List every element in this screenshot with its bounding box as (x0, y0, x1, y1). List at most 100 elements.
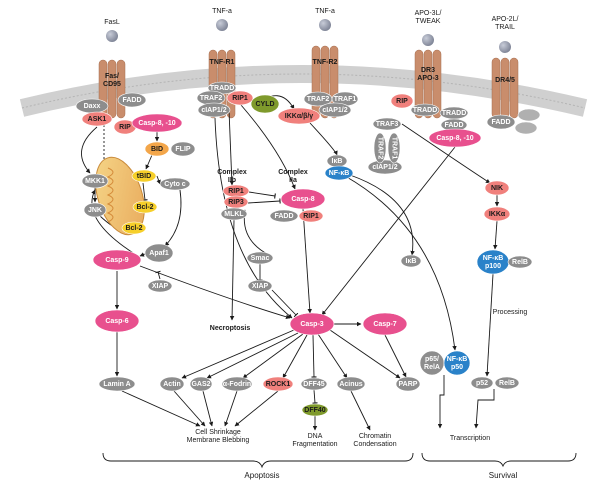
node-smac: Smac (246, 251, 274, 265)
receptor-subunit (491, 57, 501, 119)
edge-tbid-bcl2 (142, 182, 148, 201)
edge-bid-tbid (145, 154, 153, 170)
rip2-label: RIP (396, 98, 408, 105)
node-gas2: GAS2 (189, 376, 213, 392)
ciap3-label: cIAP1/2 (372, 164, 397, 171)
rip2-shape (390, 93, 414, 109)
casp7-label: Casp-7 (373, 321, 396, 328)
edge-cytoc-apaf1 (164, 189, 182, 247)
smac-label: Smac (251, 255, 270, 262)
edge-afodrin-shrinkage (224, 390, 238, 427)
node-rip3: RIP3 (223, 195, 249, 209)
outcome-transcription: Transcription (450, 435, 490, 442)
fadd3-label: FADD (491, 119, 510, 126)
edge-casp8-casp3 (302, 208, 312, 314)
node-parp: PARP (395, 376, 421, 392)
ciap1-label: cIAP1/2 (201, 107, 226, 114)
mlkl-label: MLKL (224, 211, 244, 218)
edge-ask1-mkk1 (81, 126, 98, 174)
rip1a-label: RIP (119, 124, 131, 131)
node-mkk1: MKK1 (81, 173, 109, 189)
ikka-label: IKKα (489, 211, 506, 218)
node-ikk: IKKα/β/γ (277, 107, 321, 125)
ligand-label: APO-3L/TWEAK (415, 10, 442, 25)
node-nfkb1: NF-κB (324, 165, 354, 181)
casp7-shape (362, 312, 408, 336)
rip1d-shape (298, 209, 324, 223)
mkk1-shape (81, 173, 109, 189)
edge-casp3-afodrin (242, 333, 304, 379)
node-actin: Actin (159, 376, 185, 392)
xiap2-shape (247, 279, 273, 293)
receptor-name: Fas/CD95 (103, 73, 121, 88)
cyld-shape (250, 94, 280, 114)
p52-label: p52 (476, 380, 488, 387)
node-ikb2: IκB (400, 254, 422, 268)
node-tbid: tBID (131, 169, 157, 183)
casp810b-label: Casp-8, -10 (436, 135, 473, 142)
casp6-label: Casp-6 (105, 318, 128, 325)
node-p52: p52 (470, 376, 494, 390)
tradd2-shape (410, 103, 440, 117)
rip1b-label: RIP1 (232, 95, 248, 102)
edge-casp3-dff45 (311, 334, 317, 378)
ikk-shape (277, 107, 321, 125)
jnk-shape (83, 202, 107, 218)
node-rock1: ROCK1 (262, 376, 294, 392)
nfkb1-label: NF-κB (329, 170, 350, 177)
dff45-label: DFF45 (303, 381, 325, 388)
node-bid: BID (144, 141, 170, 157)
node-lamina: Lamin A (98, 376, 136, 392)
fadd2-label: FADD (444, 122, 463, 129)
edge-xiap-casp3 (271, 289, 299, 318)
ligand-ball (106, 30, 118, 42)
necroptosis-label: Necroptosis (210, 325, 251, 332)
casp3-shape (289, 312, 335, 336)
edge-mlkl-necroptosis (229, 219, 235, 321)
lamina-shape (98, 376, 136, 392)
node-fadd3: FADD (486, 114, 516, 130)
node-ciap3: cIAP1/2 (367, 159, 403, 175)
node-p65rela: p65/RelA (419, 350, 445, 376)
ligand-ball (319, 19, 331, 31)
casp6-shape (94, 309, 140, 333)
edge-rip3-casp8 (247, 198, 281, 204)
gas2-shape (189, 376, 213, 392)
node-ikb1: IκB (326, 154, 348, 168)
bcl2a-shape (132, 200, 158, 214)
node-ask1: ASK1 (81, 111, 113, 127)
dff45-shape (300, 377, 328, 391)
gas2-label: GAS2 (191, 381, 210, 388)
rip3-label: RIP3 (228, 199, 244, 206)
casp810a-label: Casp-8, -10 (138, 120, 175, 127)
fadd1-label: FADD (122, 97, 141, 104)
node-traf1b: TRAF1 (387, 132, 401, 164)
lamina-label: Lamin A (103, 381, 130, 388)
edge-rip1-casp8 (248, 191, 276, 199)
node-casp810b: Casp-8, -10 (428, 128, 482, 148)
edge-complex-iib (228, 109, 235, 186)
receptor-subunit (107, 59, 117, 119)
edge-actin-shrinkage (173, 390, 206, 427)
cytoc-label: Cyto c (164, 181, 186, 188)
dr45-adapter-blobs (514, 108, 541, 135)
afodrin-shape (221, 376, 253, 392)
flip-shape (170, 141, 196, 157)
dff40-shape (301, 403, 329, 417)
adapter-blob (514, 121, 538, 135)
edge-nfkb-transcription-2 (437, 375, 445, 429)
node-fadd1: FADD (117, 92, 147, 108)
cyld-label: CYLD (255, 101, 274, 108)
fadd3-shape (486, 114, 516, 130)
ligand-ball (216, 19, 228, 31)
p52-shape (470, 376, 494, 390)
node-dff45: DFF45 (300, 377, 328, 391)
